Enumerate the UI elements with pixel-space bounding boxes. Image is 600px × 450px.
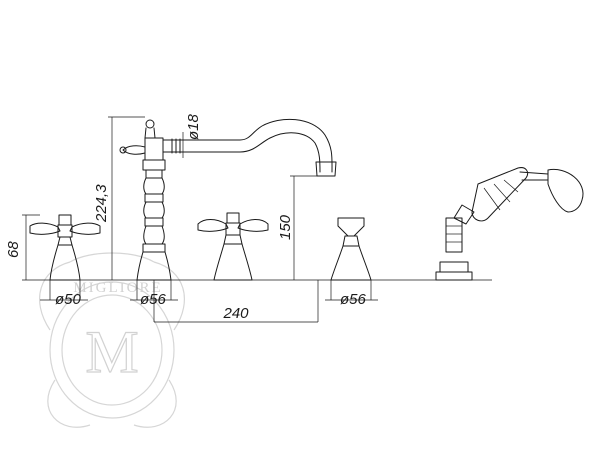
hand-shower	[435, 167, 584, 281]
diverter-handle	[330, 217, 372, 281]
spout-column	[119, 118, 337, 281]
middle-cross-handle	[197, 212, 269, 281]
dim-base-diameter-left: ø50	[55, 291, 82, 308]
dim-base-diameter-right: ø56	[340, 291, 367, 308]
dim-overall-height: 224,3	[93, 184, 110, 223]
watermark-monogram: M	[85, 319, 138, 385]
left-cross-handle	[29, 214, 101, 281]
dim-handle-height: 68	[5, 241, 22, 258]
dim-spacing: 240	[222, 305, 249, 322]
watermark-brand-text: MIGLIORE	[73, 280, 162, 296]
dim-base-diameter-mid: ø56	[140, 291, 167, 308]
dim-spout-height: 150	[277, 214, 294, 240]
dimension-lines	[22, 116, 378, 323]
watermark-seal: MIGLIORE M	[39, 252, 185, 428]
dim-spout-diameter: ø18	[185, 113, 202, 140]
